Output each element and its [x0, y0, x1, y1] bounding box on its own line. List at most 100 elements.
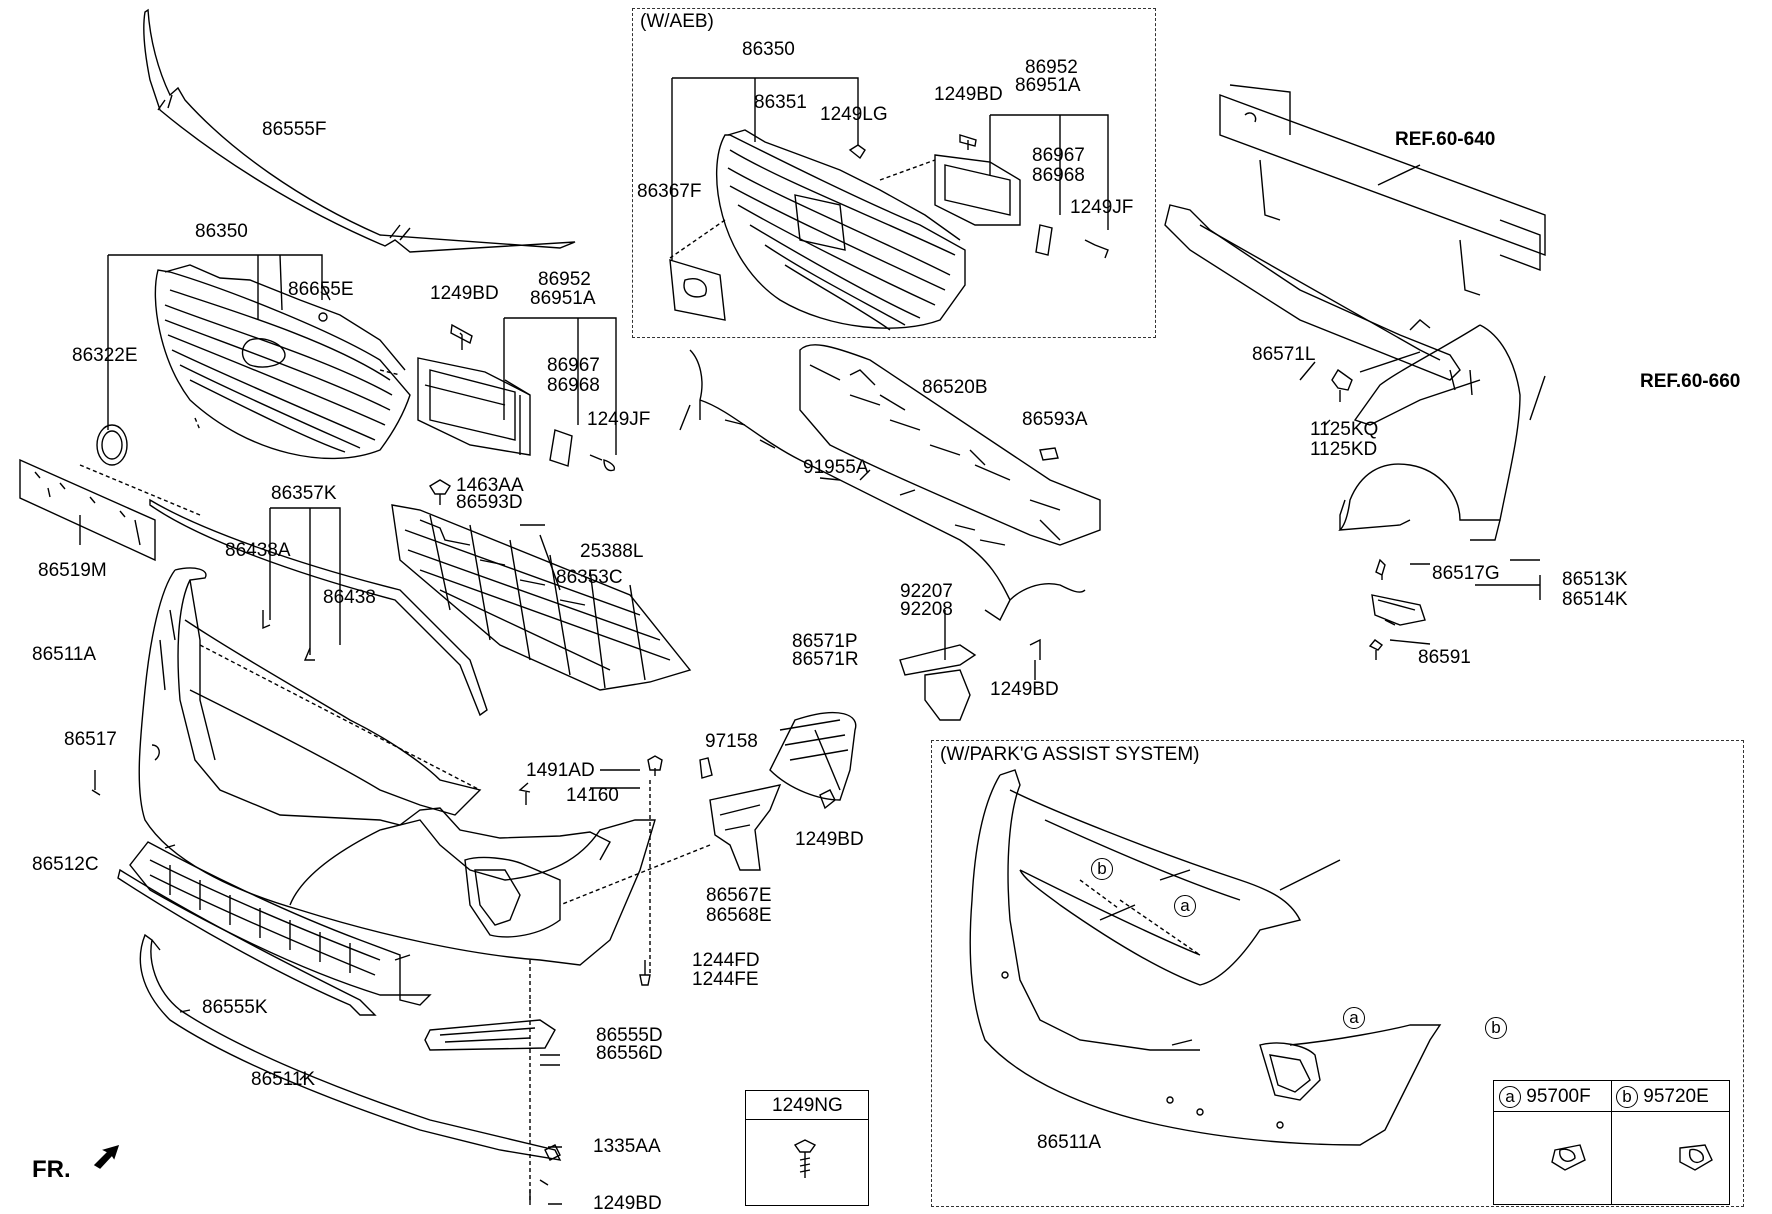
label-1125KQ: 1125KQ [1310, 419, 1379, 440]
aeb-grille-86351 [715, 129, 966, 331]
part-1249NG-box [745, 1090, 869, 1206]
label-86517G: 86517G [1432, 563, 1500, 584]
bumper-86511A [138, 567, 656, 966]
label-86514K: 86514K [1562, 589, 1628, 610]
garnish-86555F [143, 8, 576, 253]
label-86357K: 86357K [271, 483, 337, 504]
label-86591: 86591 [1418, 647, 1471, 668]
ref-60-640-label: REF.60-640 [1395, 129, 1496, 150]
legend-a: a 95700F [1499, 1086, 1591, 1108]
aeb-section-box [632, 8, 1156, 338]
sensor-86967 [549, 429, 573, 467]
label-86951A-aeb: 86951A [1015, 75, 1081, 96]
label-1249LG: 1249LG [820, 104, 888, 125]
label-1249BD-b: 1249BD [795, 829, 864, 850]
label-86967-aeb: 86967 [1032, 145, 1085, 166]
label-1335AA: 1335AA [593, 1136, 661, 1157]
label-91955A: 91955A [803, 457, 869, 478]
label-86571P: 86571P [792, 631, 858, 652]
label-1463AA: 1463AA [456, 475, 524, 496]
label-1249BD-a: 1249BD [430, 283, 499, 304]
label-86322E: 86322E [72, 345, 138, 366]
label-1249JF-aeb: 1249JF [1070, 197, 1134, 218]
grille-86350 [154, 264, 411, 460]
fender-ref-60-660 [1338, 324, 1521, 541]
park-assist-section-title: (W/PARK'G ASSIST SYSTEM) [940, 744, 1200, 765]
label-1249BD-c: 1249BD [593, 1193, 662, 1214]
front-direction-label: FR. [32, 1156, 71, 1183]
legend-b: b 95720E [1616, 1086, 1709, 1108]
label-86520B: 86520B [922, 377, 988, 398]
label-86555F: 86555F [262, 119, 327, 140]
label-86438: 86438 [323, 587, 376, 608]
label-1244FD: 1244FD [692, 950, 760, 971]
label-86513K: 86513K [1562, 569, 1628, 590]
aeb-section-title: (W/AEB) [640, 11, 714, 32]
ref-60-660-label: REF.60-660 [1640, 371, 1741, 392]
label-86517: 86517 [64, 729, 117, 750]
legend-a-circle: a [1499, 1086, 1521, 1108]
label-86511A-left: 86511A [32, 644, 97, 665]
label-86555K: 86555K [202, 997, 268, 1018]
label-86655E: 86655E [288, 279, 354, 300]
label-86951A-left: 86951A [530, 288, 596, 309]
label-86511A-park: 86511A [1037, 1132, 1102, 1153]
label-86353C: 86353C [556, 567, 623, 588]
label-1249BD-aeb: 1249BD [934, 84, 1003, 105]
legend-table [1493, 1080, 1730, 1205]
label-86968-left: 86968 [547, 375, 600, 396]
mesh-86353C [391, 504, 692, 691]
bar-86519M [19, 458, 156, 562]
label-92207: 92207 [900, 581, 953, 602]
label-14160: 14160 [566, 785, 619, 806]
label-97158: 97158 [705, 731, 758, 752]
label-86556D: 86556D [596, 1043, 663, 1064]
label-86968-aeb: 86968 [1032, 165, 1085, 186]
callout-b-circle: b [1485, 1017, 1507, 1039]
label-1249JF-left: 1249JF [587, 409, 651, 430]
label-86568E: 86568E [706, 905, 772, 926]
callout-b-right: b [1485, 1017, 1507, 1039]
legend-b-part: 95720E [1643, 1086, 1709, 1107]
label-86967-left: 86967 [547, 355, 600, 376]
park-bumper-86511A [969, 769, 1442, 1146]
label-86571R: 86571R [792, 649, 859, 670]
label-86593A: 86593A [1022, 409, 1088, 430]
absorber-86520B [799, 344, 1101, 546]
callout-b-circle: b [1091, 858, 1113, 880]
label-86593D: 86593D [456, 492, 523, 513]
park-assist-section-box [931, 740, 1744, 1207]
legend-a-part: 95700F [1526, 1086, 1591, 1107]
label-1249NG: 1249NG [772, 1095, 843, 1116]
callout-a-circle: a [1343, 1007, 1365, 1029]
callout-a-circle: a [1174, 895, 1196, 917]
label-86952-aeb: 86952 [1025, 57, 1078, 78]
callout-b-upper: b [1091, 858, 1113, 880]
beam-ref-60-640 [1219, 84, 1546, 296]
legend-b-circle: b [1616, 1086, 1638, 1108]
label-86438A: 86438A [225, 540, 291, 561]
label-86555D: 86555D [596, 1025, 663, 1046]
label-25388L: 25388L [580, 541, 644, 562]
label-1249BD-d: 1249BD [990, 679, 1059, 700]
label-86512C: 86512C [32, 854, 99, 875]
label-86952-left: 86952 [538, 269, 591, 290]
callout-a-lower: a [1343, 1007, 1365, 1029]
label-86571L: 86571L [1252, 344, 1316, 365]
label-1244FE: 1244FE [692, 969, 759, 990]
label-86519M: 86519M [38, 560, 107, 581]
label-86351: 86351 [754, 92, 807, 113]
label-86567E: 86567E [706, 885, 772, 906]
label-86367F: 86367F [637, 181, 702, 202]
label-86350-left: 86350 [195, 221, 248, 242]
label-92208: 92208 [900, 599, 953, 620]
callout-a-upper: a [1174, 895, 1196, 917]
label-1125KD: 1125KD [1310, 439, 1378, 460]
label-86511K: 86511K [251, 1069, 316, 1090]
emblem-86322E [96, 424, 128, 466]
label-1491AD: 1491AD [526, 760, 595, 781]
lower-grille-86512C [129, 841, 432, 1006]
label-86350-aeb: 86350 [742, 39, 795, 60]
unit-86951A [417, 357, 531, 456]
